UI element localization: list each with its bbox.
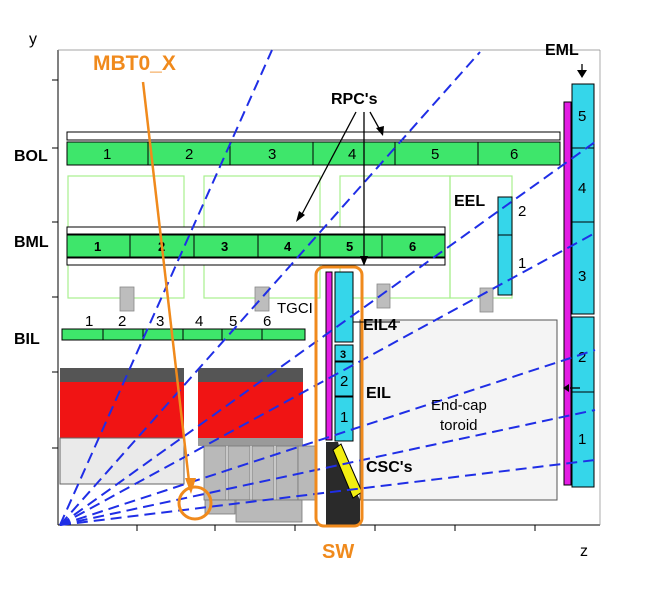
bol-num-1: 1 [103, 146, 111, 163]
mbt0-label: MBT0_X [93, 52, 176, 75]
bil-label: BIL [14, 331, 40, 348]
bil-num-3: 3 [156, 313, 164, 330]
endcap-toroid-box [359, 319, 558, 501]
small-wheel: 3 2 1 [325, 271, 363, 525]
axes-frame: y z [29, 31, 601, 560]
bol-num-2: 2 [185, 146, 193, 163]
bml-label: BML [14, 234, 49, 251]
eel-label: EEL [454, 193, 485, 210]
csc-label: CSC's [366, 459, 413, 476]
bil-num-2: 2 [118, 313, 126, 330]
eml-chambers: 5 4 3 2 1 [563, 83, 595, 488]
eml-arrow [577, 64, 587, 78]
eml-num-3: 3 [578, 268, 586, 285]
endcap-label-1: End-cap [431, 397, 487, 414]
mbt0-arrowhead [185, 478, 196, 494]
eel-num-1: 1 [518, 255, 526, 272]
eml-num-5: 5 [578, 108, 586, 125]
gray-supports [119, 283, 494, 313]
sw-outline [314, 265, 364, 528]
bol-num-4: 4 [348, 146, 356, 163]
eel-chambers: 2 1 [497, 196, 526, 296]
bml-num-3: 3 [221, 239, 228, 254]
bol-num-6: 6 [510, 146, 518, 163]
z-axis-label: z [580, 543, 588, 560]
bil-chambers: 1 2 3 4 5 6 [61, 313, 306, 341]
y-axis-label: y [29, 31, 37, 48]
eel-num-2: 2 [518, 203, 526, 220]
eml-side-arrow [563, 384, 580, 392]
bil-num-6: 6 [263, 313, 271, 330]
endcap-label-2: toroid [440, 417, 478, 434]
bml-chambers: 1 2 3 4 5 6 [66, 226, 446, 266]
eml-num-2: 2 [578, 349, 586, 366]
eml-num-1: 1 [578, 431, 586, 448]
rpc-label: RPC's [331, 91, 378, 108]
eil-num-3: 3 [340, 349, 346, 361]
bol-label: BOL [14, 148, 48, 165]
bil-num-5: 5 [229, 313, 237, 330]
bml-num-5: 5 [346, 239, 353, 254]
bil-num-1: 1 [85, 313, 93, 330]
eil-num-2: 2 [340, 373, 348, 390]
sw-label: SW [322, 541, 354, 563]
mbt0-pointer [141, 81, 192, 491]
tgc-label: TGCI [277, 300, 313, 317]
eil-num-1: 1 [340, 409, 348, 426]
rpc-arrowheads [296, 126, 384, 266]
rpc-arrows [299, 111, 381, 262]
bol-num-5: 5 [431, 146, 439, 163]
eil-label: EIL [366, 385, 391, 402]
eil4-label: EIL4 [363, 317, 397, 334]
bml-num-4: 4 [284, 239, 292, 254]
bol-num-3: 3 [268, 146, 276, 163]
bil-num-4: 4 [195, 313, 203, 330]
bol-chambers: 1 2 3 4 5 6 [66, 131, 561, 166]
calorimeter [59, 368, 317, 523]
bml-num-1: 1 [94, 239, 101, 254]
eml-label: EML [545, 42, 579, 59]
bml-num-6: 6 [409, 239, 416, 254]
mbt0-circle [177, 485, 213, 521]
eml-num-4: 4 [578, 180, 586, 197]
